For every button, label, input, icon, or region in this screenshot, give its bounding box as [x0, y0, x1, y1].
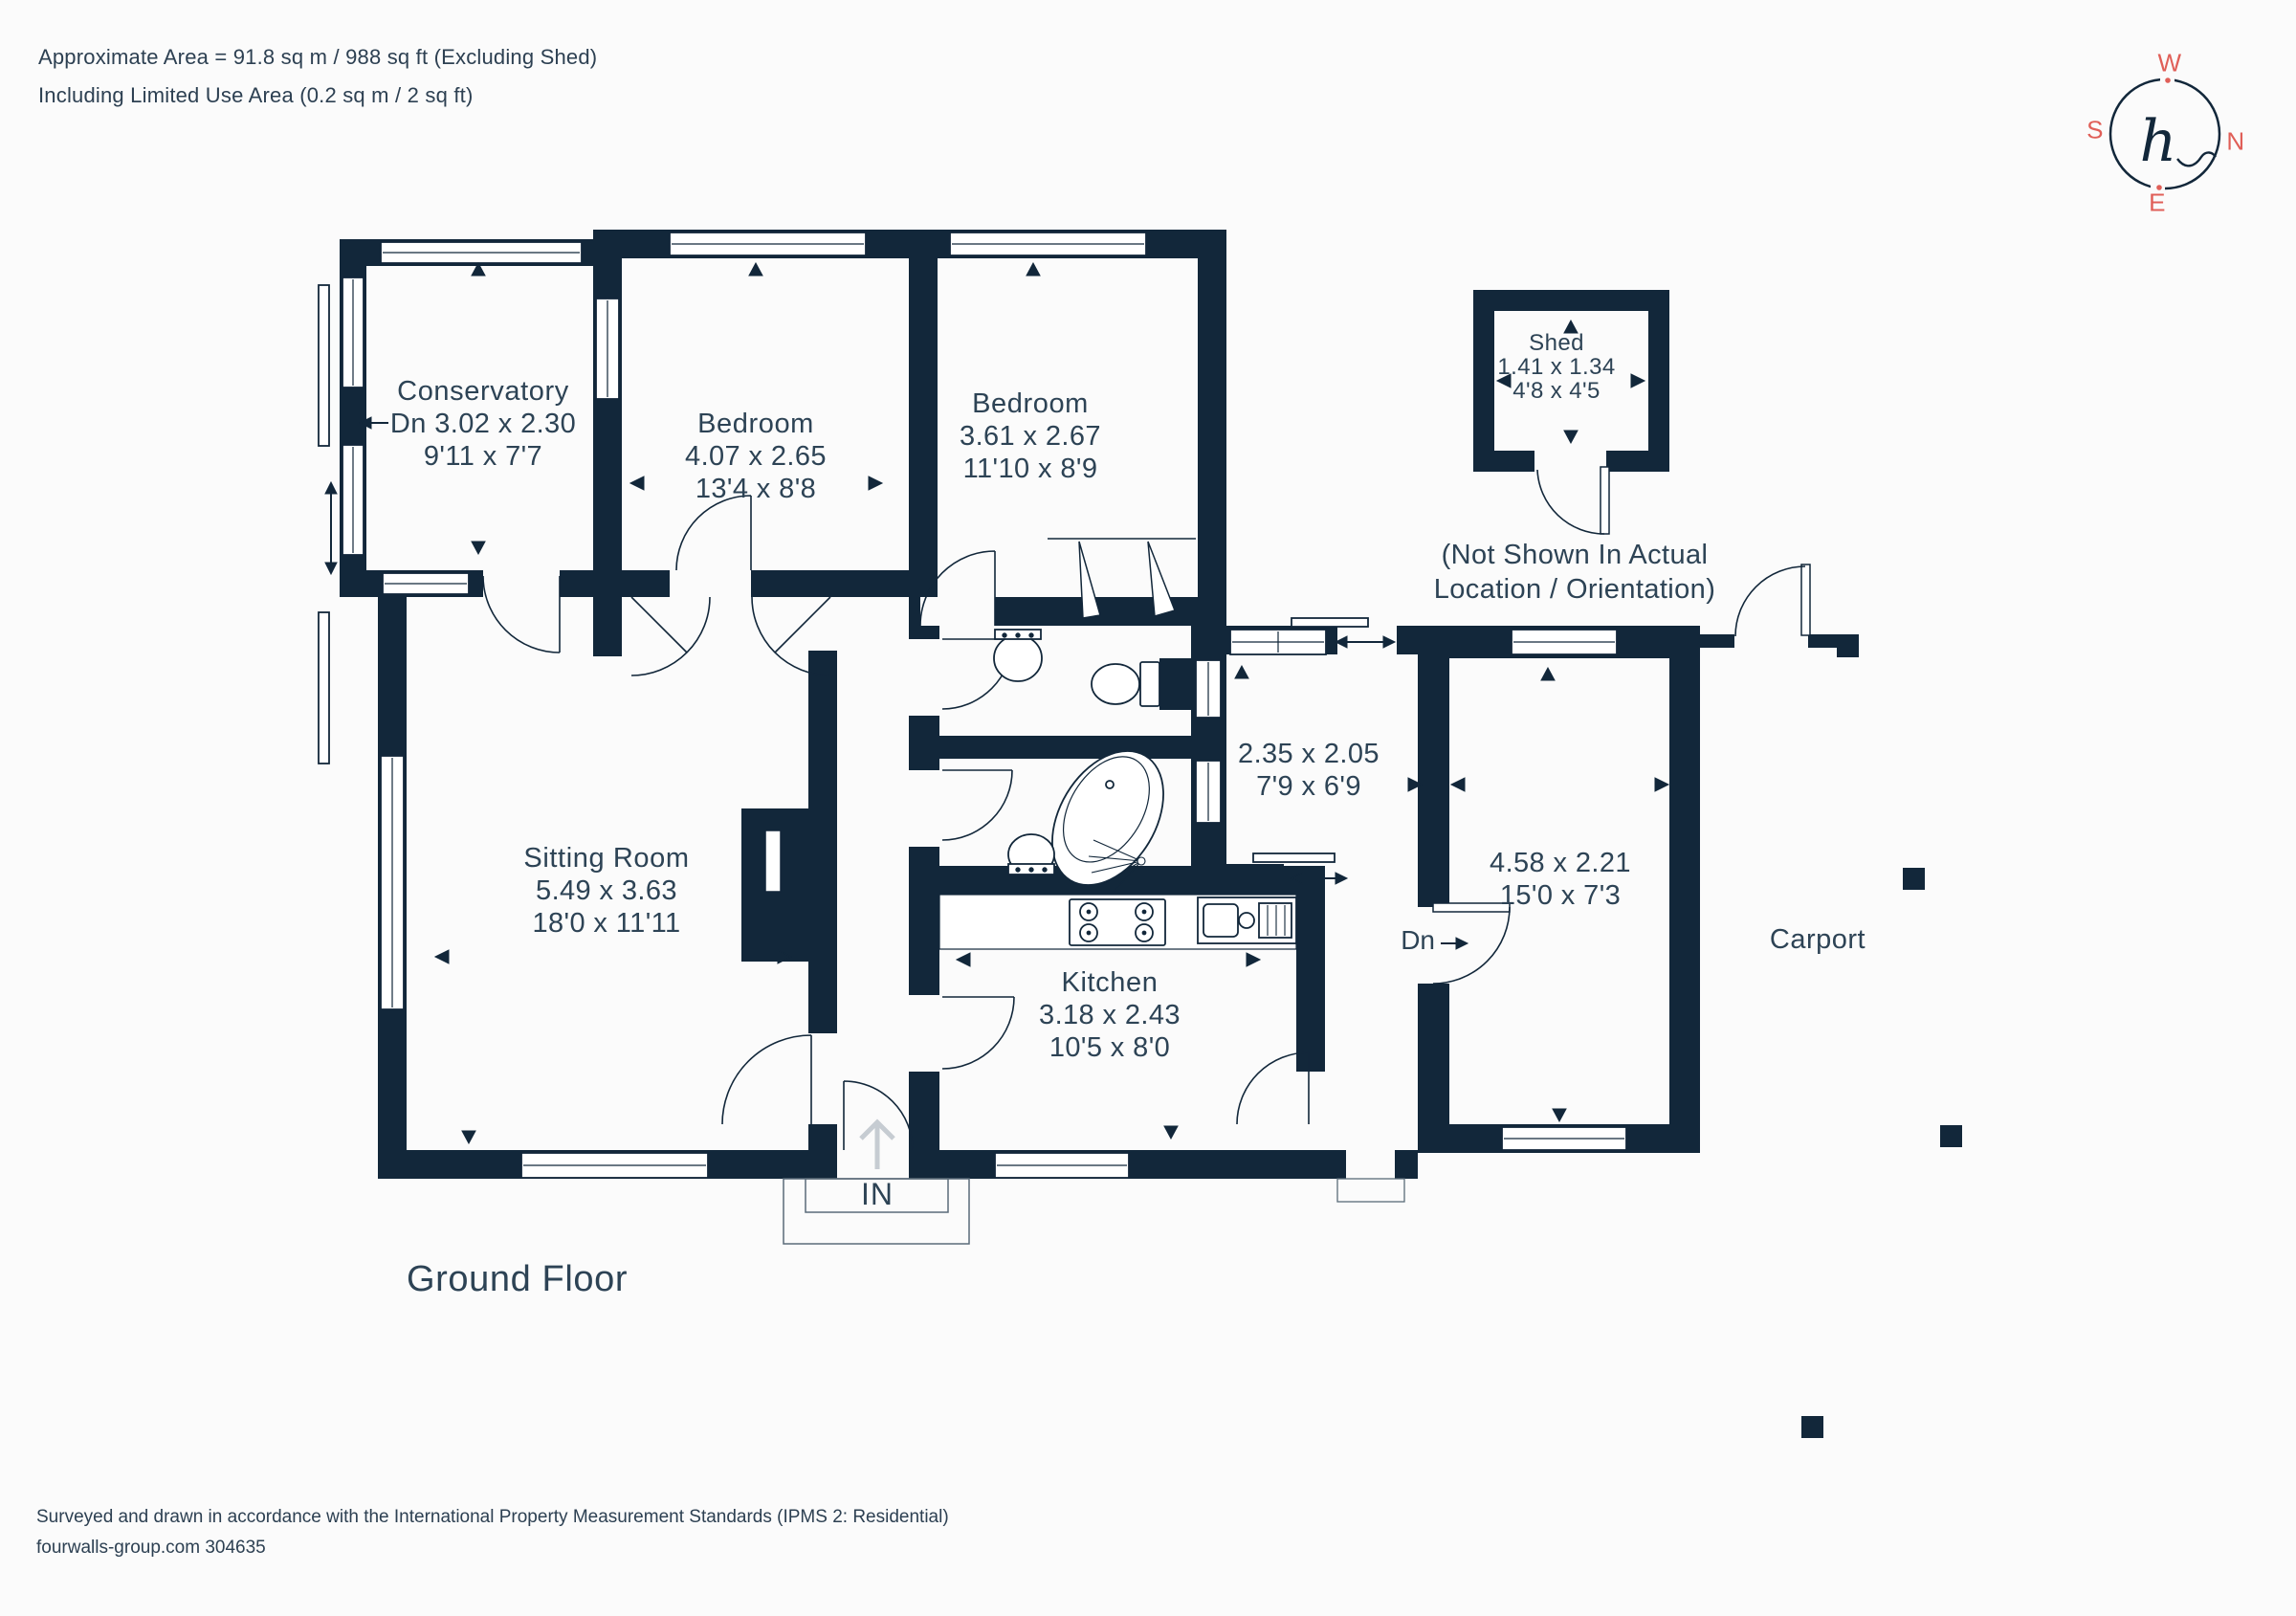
compass-south: S	[2086, 115, 2104, 144]
shower-spray	[1088, 839, 1146, 894]
room-label-bedroom-2: Bedroom 3.61 x 2.67 11'10 x 8'9	[960, 388, 1101, 484]
room-label-utility: 4.58 x 2.21 15'0 x 7'3	[1490, 848, 1631, 911]
footer-source: fourwalls-group.com 304635	[36, 1538, 266, 1558]
room-label-hall: 2.35 x 2.05 7'9 x 6'9	[1238, 739, 1380, 802]
carport-post	[1940, 1125, 1962, 1147]
area-summary: Approximate Area = 91.8 sq m / 988 sq ft…	[38, 38, 597, 115]
down-label-utility: Dn	[1401, 925, 1435, 955]
entrance-arrow-icon	[859, 1118, 895, 1169]
room-label-kitchen: Kitchen 3.18 x 2.43 10'5 x 8'0	[1039, 967, 1181, 1063]
door-leaves	[1432, 466, 1811, 913]
compass-west: W	[2157, 48, 2182, 77]
toilet-icon	[1139, 661, 1160, 707]
fireplace-icon	[764, 830, 782, 893]
entrance-label: IN	[861, 1177, 894, 1211]
logo-swash	[2176, 151, 2218, 167]
closet	[1048, 538, 1196, 619]
area-line-2: Including Limited Use Area (0.2 sq m / 2…	[38, 83, 474, 107]
footer-standards: Surveyed and drawn in accordance with th…	[36, 1507, 949, 1527]
fixtures	[764, 538, 1297, 950]
dimension-markers	[324, 261, 1670, 1145]
entrance-porch	[783, 1178, 970, 1245]
carport-label: Carport	[1769, 924, 1866, 955]
carport-post	[1801, 1416, 1823, 1438]
room-label-shed: Shed 1.41 x 1.34 4'8 x 4'5	[1497, 330, 1616, 404]
bathtub-icon	[1051, 750, 1164, 886]
shed-note: (Not Shown In Actual Location / Orientat…	[1433, 540, 1716, 605]
room-label-bedroom-1: Bedroom 4.07 x 2.65 13'4 x 8'8	[685, 409, 827, 504]
back-step	[1336, 1178, 1405, 1203]
compass-icon	[2108, 73, 2221, 194]
compass-east: E	[2149, 188, 2166, 217]
room-label-conservatory: Conservatory Dn 3.02 x 2.30 9'11 x 7'7	[389, 376, 577, 472]
logo-h-icon: h	[2139, 108, 2177, 175]
down-label: Dn	[389, 409, 427, 439]
area-line-1: Approximate Area = 91.8 sq m / 988 sq ft…	[38, 45, 598, 69]
chimney-breast	[741, 808, 837, 962]
room-label-sitting-room: Sitting Room 5.49 x 3.63 18'0 x 11'11	[523, 843, 690, 939]
carport-post	[1903, 868, 1925, 890]
floor-title: Ground Floor	[407, 1259, 629, 1299]
compass-north: N	[2226, 126, 2245, 156]
window-midlines	[352, 243, 1624, 1166]
